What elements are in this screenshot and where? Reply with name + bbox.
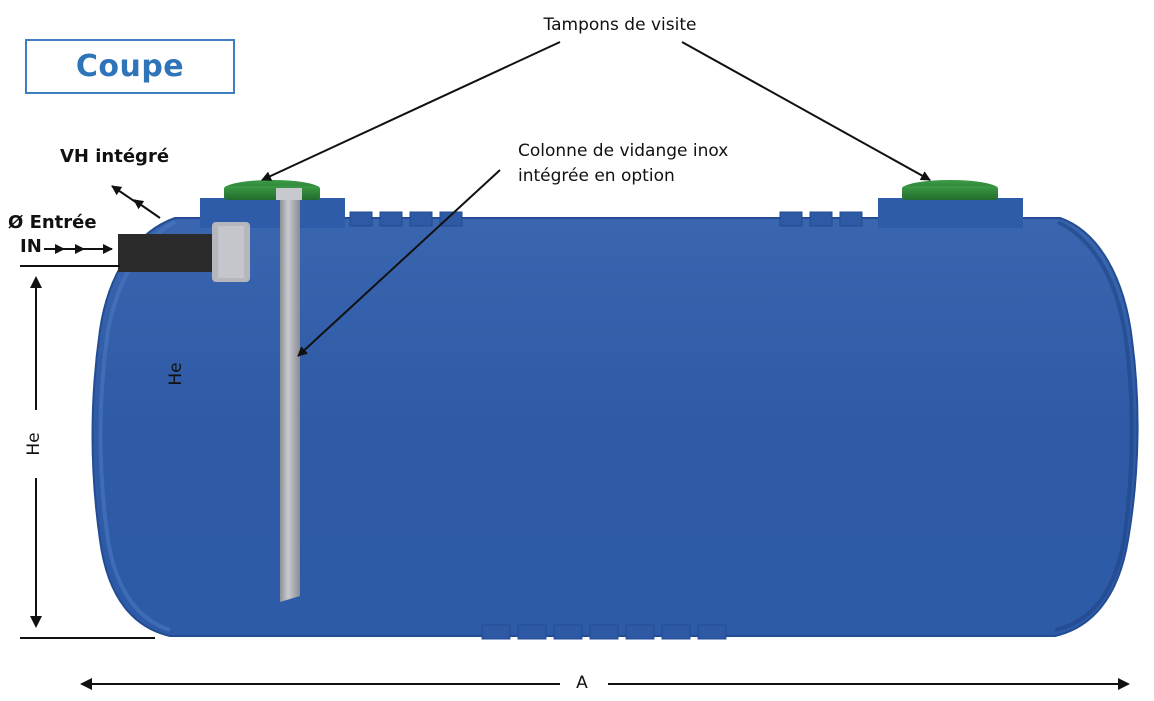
vh-arrows-icon <box>111 185 161 219</box>
drain-column-icon <box>276 188 302 602</box>
manhole-cap-icon <box>902 180 998 200</box>
arrow-colonne <box>297 169 501 357</box>
bottom-ribs <box>481 624 727 640</box>
title-box: Coupe <box>25 39 235 94</box>
tank-right-rim <box>1054 220 1134 632</box>
page-title: Coupe <box>75 49 185 84</box>
manhole-cap-icon <box>224 180 320 200</box>
label-he-outer: He <box>24 432 44 456</box>
label-tampons: Tampons de visite <box>543 15 697 35</box>
label-colonne-line2: intégrée en option <box>518 166 675 186</box>
label-a: A <box>576 673 588 693</box>
label-colonne-line1: Colonne de vidange inox <box>518 141 729 161</box>
label-entree: Ø Entrée <box>8 212 97 233</box>
label-vh: VH intégré <box>60 146 170 167</box>
right-dome <box>878 198 1023 228</box>
inlet-pipe-icon <box>118 222 250 282</box>
arrow-tampons-left <box>261 41 561 181</box>
tank-body <box>91 217 1139 637</box>
label-he-inner: He <box>166 362 186 386</box>
label-in: IN <box>20 236 42 257</box>
arrow-tampons-right <box>681 41 931 181</box>
top-ribs <box>349 211 863 227</box>
